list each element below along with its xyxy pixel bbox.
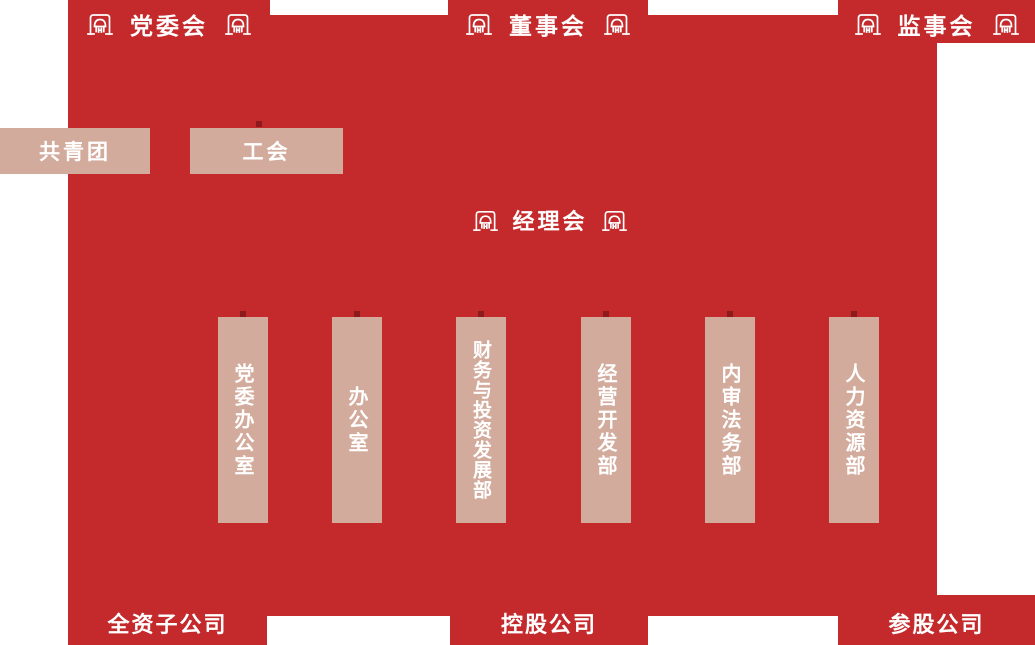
gate-icon <box>604 11 630 37</box>
red-bottom-tab-wholly-owned <box>68 616 267 645</box>
committee-board: 董事会 <box>448 0 648 48</box>
dept-label: 党委办公室 <box>231 362 255 478</box>
red-bottom-tab-participating <box>838 595 1035 645</box>
dept-box-general-office: 办公室 <box>332 317 382 523</box>
dept-label: 办公室 <box>345 385 369 455</box>
committee-supervisory-label: 监事会 <box>897 14 976 40</box>
dept-box-human-resources: 人力资源部 <box>829 317 879 523</box>
subsidiary-label: 全资子公司 <box>107 613 228 638</box>
subsidiary-participating: 参股公司 <box>838 609 1035 638</box>
gate-icon <box>225 11 251 37</box>
dept-label: 人力资源部 <box>842 362 866 478</box>
subsidiary-holding: 控股公司 <box>450 609 648 638</box>
dept-box-finance-investment: 财务与投资发展部 <box>456 317 506 523</box>
connector-stub <box>240 311 246 317</box>
connector-stub <box>603 311 609 317</box>
connector-stub <box>478 311 484 317</box>
dept-box-party-office: 党委办公室 <box>218 317 268 523</box>
labor-union-box: 工会 <box>190 128 343 174</box>
dept-box-business-development: 经营开发部 <box>581 317 631 523</box>
managers-meeting-label: 经理会 <box>512 210 588 235</box>
dept-box-audit-legal: 内审法务部 <box>705 317 755 523</box>
gate-icon <box>466 11 492 37</box>
dept-label: 经营开发部 <box>594 362 618 478</box>
connector-stub <box>851 311 857 317</box>
gate-icon <box>602 208 627 233</box>
subsidiary-wholly-owned: 全资子公司 <box>68 609 267 638</box>
committee-board-label: 董事会 <box>509 14 587 40</box>
committee-party: 党委会 <box>68 0 270 48</box>
subsidiary-label: 参股公司 <box>888 613 985 638</box>
committee-supervisory: 监事会 <box>838 0 1035 48</box>
labor-union-label: 工会 <box>242 140 291 164</box>
dept-label: 财务与投资发展部 <box>470 340 492 500</box>
youth-league-label: 共青团 <box>39 140 111 164</box>
red-main-body <box>68 15 937 616</box>
connector-stub <box>256 121 262 127</box>
gate-icon <box>855 11 881 37</box>
managers-meeting: 经理会 <box>455 200 645 240</box>
committee-party-label: 党委会 <box>130 14 208 40</box>
gate-icon <box>993 11 1019 37</box>
dept-label: 内审法务部 <box>718 362 742 478</box>
youth-league-box: 共青团 <box>0 128 150 174</box>
gate-icon <box>87 11 113 37</box>
gate-icon <box>473 208 498 233</box>
red-bottom-tab-holding <box>450 616 648 645</box>
connector-stub <box>354 311 360 317</box>
connector-stub <box>727 311 733 317</box>
subsidiary-label: 控股公司 <box>500 613 597 638</box>
